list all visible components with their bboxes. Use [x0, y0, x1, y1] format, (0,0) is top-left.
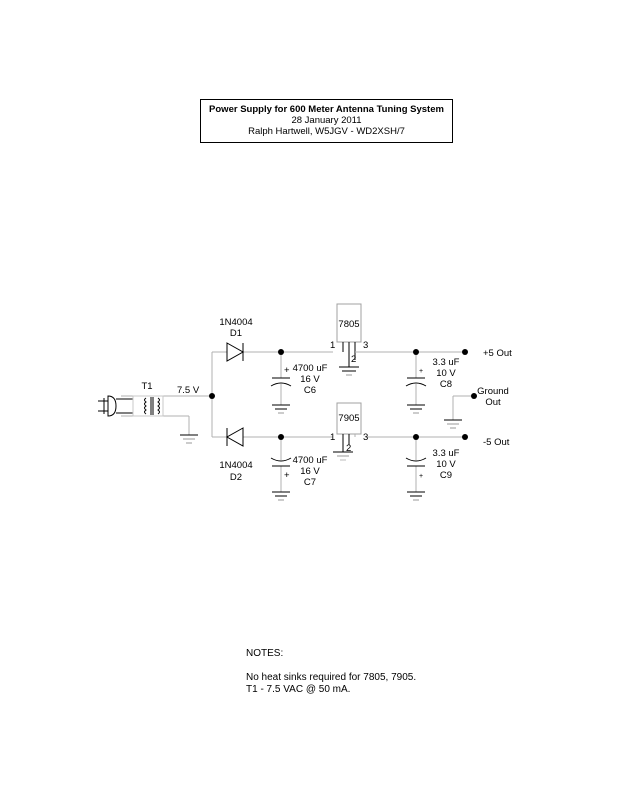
reg2-part: 7905	[338, 413, 359, 424]
d1-ref: D1	[230, 328, 242, 339]
ground-icon	[333, 451, 353, 461]
c6-value: 4700 uF	[293, 363, 328, 374]
ac-plug-icon	[98, 395, 133, 417]
title-block: Power Supply for 600 Meter Antenna Tunin…	[200, 99, 453, 143]
ground-icon	[407, 404, 425, 414]
note-line: No heat sinks required for 7805, 7905.	[246, 672, 417, 683]
notes-section: NOTES: No heat sinks required for 7805, …	[246, 648, 416, 696]
c7-value: 4700 uF	[293, 455, 328, 466]
c7-voltage: 16 V	[300, 466, 320, 477]
reg1-pin3: 3	[363, 340, 368, 351]
reg2-pin1: 1	[330, 432, 335, 443]
transformer-t1-icon: T1	[132, 381, 164, 417]
ground-icon	[407, 491, 425, 501]
secondary-voltage-label: 7.5 V	[177, 385, 200, 396]
note-line: T1 - 7.5 VAC @ 50 mA.	[246, 684, 351, 695]
reg1-pin1: 1	[330, 340, 335, 351]
ground-icon	[272, 491, 290, 501]
d2-ref: D2	[230, 472, 242, 483]
ground-icon	[180, 434, 198, 444]
c6-polarity: +	[284, 365, 290, 376]
transformer-ref: T1	[141, 381, 152, 392]
capacitor-c7-icon	[270, 457, 292, 467]
d2-part: 1N4004	[219, 460, 252, 471]
c7-polarity: +	[284, 470, 290, 481]
wires	[121, 351, 474, 492]
c9-polarity: +	[419, 473, 423, 480]
diode-d2-icon	[225, 427, 244, 447]
reg1-part: 7805	[338, 319, 359, 330]
ground-icon	[339, 366, 359, 376]
c8-ref: C8	[440, 379, 452, 390]
reg1-pin2: 2	[351, 354, 356, 365]
d1-part: 1N4004	[219, 317, 252, 328]
capacitor-c6-icon	[270, 377, 292, 387]
schematic-author: Ralph Hartwell, W5JGV - WD2XSH/7	[248, 126, 405, 137]
ground-out-label-1: Ground	[477, 386, 509, 397]
c7-ref: C7	[304, 477, 316, 488]
ground-out-label-2: Out	[485, 397, 501, 408]
pos-out-label: +5 Out	[483, 348, 512, 359]
ground-symbols	[180, 366, 462, 501]
ground-icon	[444, 419, 462, 429]
junction-dots	[209, 349, 477, 440]
ground-icon	[272, 404, 290, 414]
c9-ref: C9	[440, 470, 452, 481]
reg2-pin3: 3	[363, 432, 368, 443]
c8-value: 3.3 uF	[433, 357, 460, 368]
neg-out-label: -5 Out	[483, 437, 510, 448]
notes-heading: NOTES:	[246, 648, 284, 659]
c6-voltage: 16 V	[300, 374, 320, 385]
capacitor-c9-icon	[405, 457, 427, 467]
regulator-7805: 7805 1 2 3	[330, 303, 368, 367]
schematic-title: Power Supply for 600 Meter Antenna Tunin…	[209, 104, 444, 115]
c8-polarity: +	[419, 368, 423, 375]
c8-voltage: 10 V	[436, 368, 456, 379]
diode-d1-icon	[226, 342, 245, 362]
regulator-7905: 7905 1 2 3	[330, 402, 368, 454]
capacitor-c8-icon	[405, 377, 427, 387]
schematic-date: 28 January 2011	[291, 115, 362, 126]
c9-value: 3.3 uF	[433, 448, 460, 459]
c9-voltage: 10 V	[436, 459, 456, 470]
reg2-pin2: 2	[346, 443, 351, 454]
c6-ref: C6	[304, 385, 316, 396]
